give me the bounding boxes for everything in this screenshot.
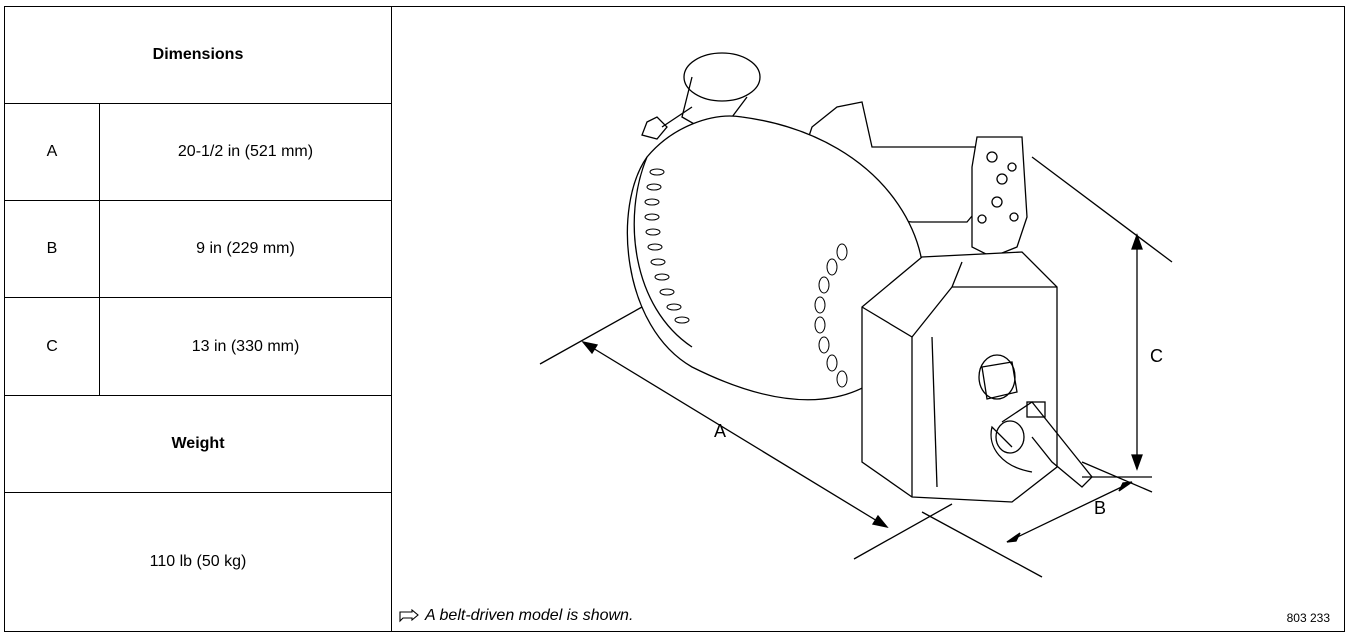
pointing-hand-icon (399, 609, 419, 623)
generator-illustration: A B C (392, 7, 1344, 631)
dimension-letter: B (5, 201, 100, 297)
weight-value-row: 110 lb (50 kg) (5, 493, 391, 631)
dimension-value: 13 in (330 mm) (191, 337, 300, 355)
dimension-letter: A (5, 104, 100, 200)
dimension-value: 9 in (229 mm) (196, 240, 295, 257)
spec-table: Dimensions A 20-1/2 in (521 mm) B 9 in (… (5, 7, 392, 631)
dimension-letter: C (5, 298, 100, 395)
weight-header: Weight (5, 396, 391, 493)
dimension-value: 20-1/2 in (521 mm) (177, 143, 314, 160)
dimension-row-a: A 20-1/2 in (521 mm) (5, 104, 391, 201)
dimension-label-c: C (1150, 346, 1163, 366)
dimension-label-b: B (1094, 498, 1106, 518)
weight-value: 110 lb (50 kg) (149, 553, 247, 570)
dimension-label-a: A (714, 421, 726, 441)
dimensions-header: Dimensions (5, 7, 391, 104)
figure-note: A belt-driven model is shown. (399, 607, 633, 625)
spec-sheet: Dimensions A 20-1/2 in (521 mm) B 9 in (… (4, 6, 1345, 632)
generator-drawing: A B C (539, 52, 1173, 578)
figure-number: 803 233 (1286, 611, 1330, 625)
dimension-row-b: B 9 in (229 mm) (5, 201, 391, 298)
dimension-row-c: C 13 in (330 mm) (5, 298, 391, 396)
